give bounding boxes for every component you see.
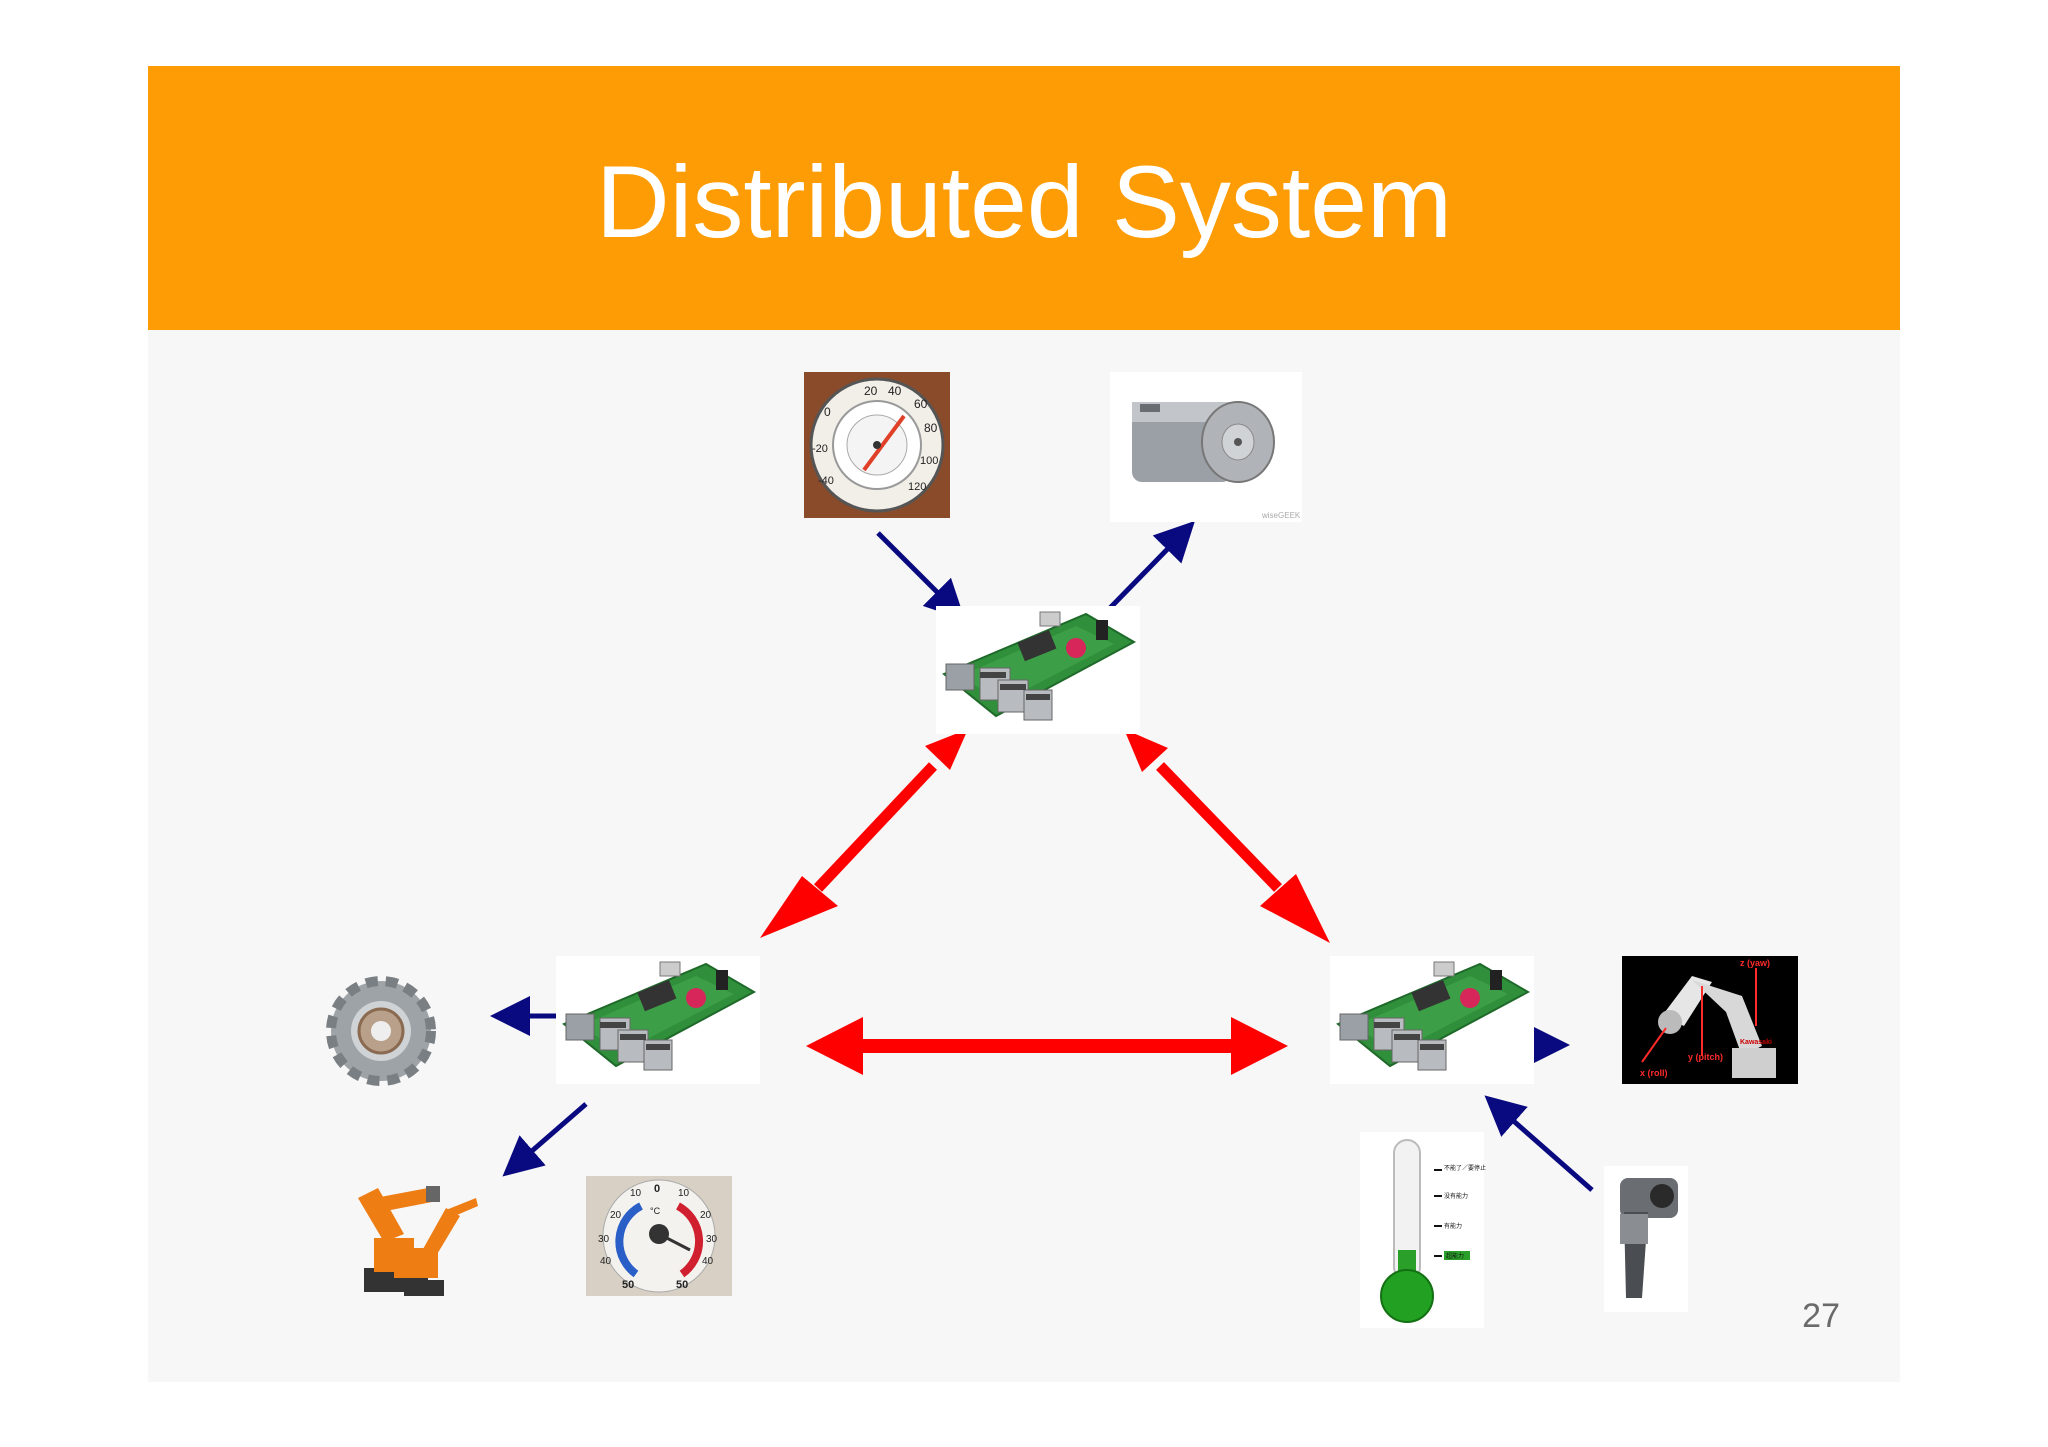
level-label: 没有能力 (1444, 1192, 1468, 1200)
level-label: 有能力 (1444, 1222, 1462, 1230)
dc-motor-icon: wiseGEEK (1110, 372, 1302, 522)
dial-tick: 60 (914, 397, 928, 411)
network-link-top-left (760, 729, 968, 938)
arrow-top-node-to-motor (1108, 520, 1195, 610)
dial-tick: 80 (924, 421, 938, 435)
dial-unit: °C (650, 1206, 661, 1216)
dial-tick: 20 (610, 1210, 622, 1221)
slide-title: Distributed System (596, 144, 1452, 259)
watermark-text: wiseGEEK (1261, 511, 1301, 520)
dial-tick: 30 (706, 1234, 718, 1245)
raspberry-pi-board-icon (1329, 955, 1535, 1085)
raspberry-pi-board-icon (555, 955, 761, 1085)
dial-tick: 10 (630, 1188, 642, 1199)
page-number: 27 (1802, 1297, 1840, 1335)
liquid-thermometer-icon: 不能了／要停止 没有能力 有能力 超能力 (1360, 1132, 1486, 1328)
network-link-top-right (1124, 729, 1330, 943)
axis-label: x (roll) (1640, 1068, 1668, 1078)
gear-motor-icon (308, 971, 454, 1091)
axis-label: z (yaw) (1740, 958, 1770, 968)
arrow-left-node-to-robot (502, 1102, 588, 1177)
title-bar: Distributed System (148, 66, 1900, 330)
dial-tick: 30 (598, 1234, 610, 1245)
dial-tick: 100 (920, 455, 938, 467)
axis-label: y (pitch) (1688, 1052, 1723, 1062)
infrared-thermometer-icon (1604, 1166, 1688, 1312)
dial-tick: 20 (864, 384, 878, 398)
dial-tick: 50 (676, 1279, 688, 1291)
dial-tick: 20 (700, 1210, 712, 1221)
level-label: 不能了／要停止 (1444, 1164, 1486, 1172)
dial-tick: 40 (600, 1256, 612, 1267)
raspberry-pi-board-icon (935, 605, 1141, 735)
arrow-thermometer-to-top-node (876, 531, 966, 621)
dial-tick: 10 (678, 1188, 690, 1199)
industrial-robot-icon (328, 1158, 478, 1308)
network-link-left-right (806, 1017, 1288, 1075)
arrow-ir-thermometer-to-right-node (1484, 1095, 1594, 1192)
brand-label: Kawasaki (1740, 1039, 1772, 1046)
dial-thermometer-icon: 20 40 60 80 100 120 0 -20 -40 (804, 372, 950, 518)
dial-tick: -20 (812, 443, 828, 455)
dial-tick: 50 (622, 1279, 634, 1291)
slide: Distributed System (148, 66, 1900, 1382)
dial-tick: -40 (818, 475, 834, 487)
robot-arm-icon: z (yaw) y (pitch) x (roll) Kawasaki (1622, 956, 1798, 1084)
dial-tick: 0 (654, 1183, 660, 1195)
dial-tick: 120 (908, 481, 926, 493)
dial-tick: 0 (824, 405, 831, 419)
dial-tick: 40 (888, 384, 902, 398)
level-label: 超能力 (1446, 1252, 1464, 1260)
celsius-dial-icon: 0 °C 10 20 30 40 50 10 20 30 40 50 (586, 1176, 732, 1296)
dial-tick: 40 (702, 1256, 714, 1267)
distributed-system-diagram: 20 40 60 80 100 120 0 -20 -40 wiseGEEK (308, 372, 1798, 1328)
